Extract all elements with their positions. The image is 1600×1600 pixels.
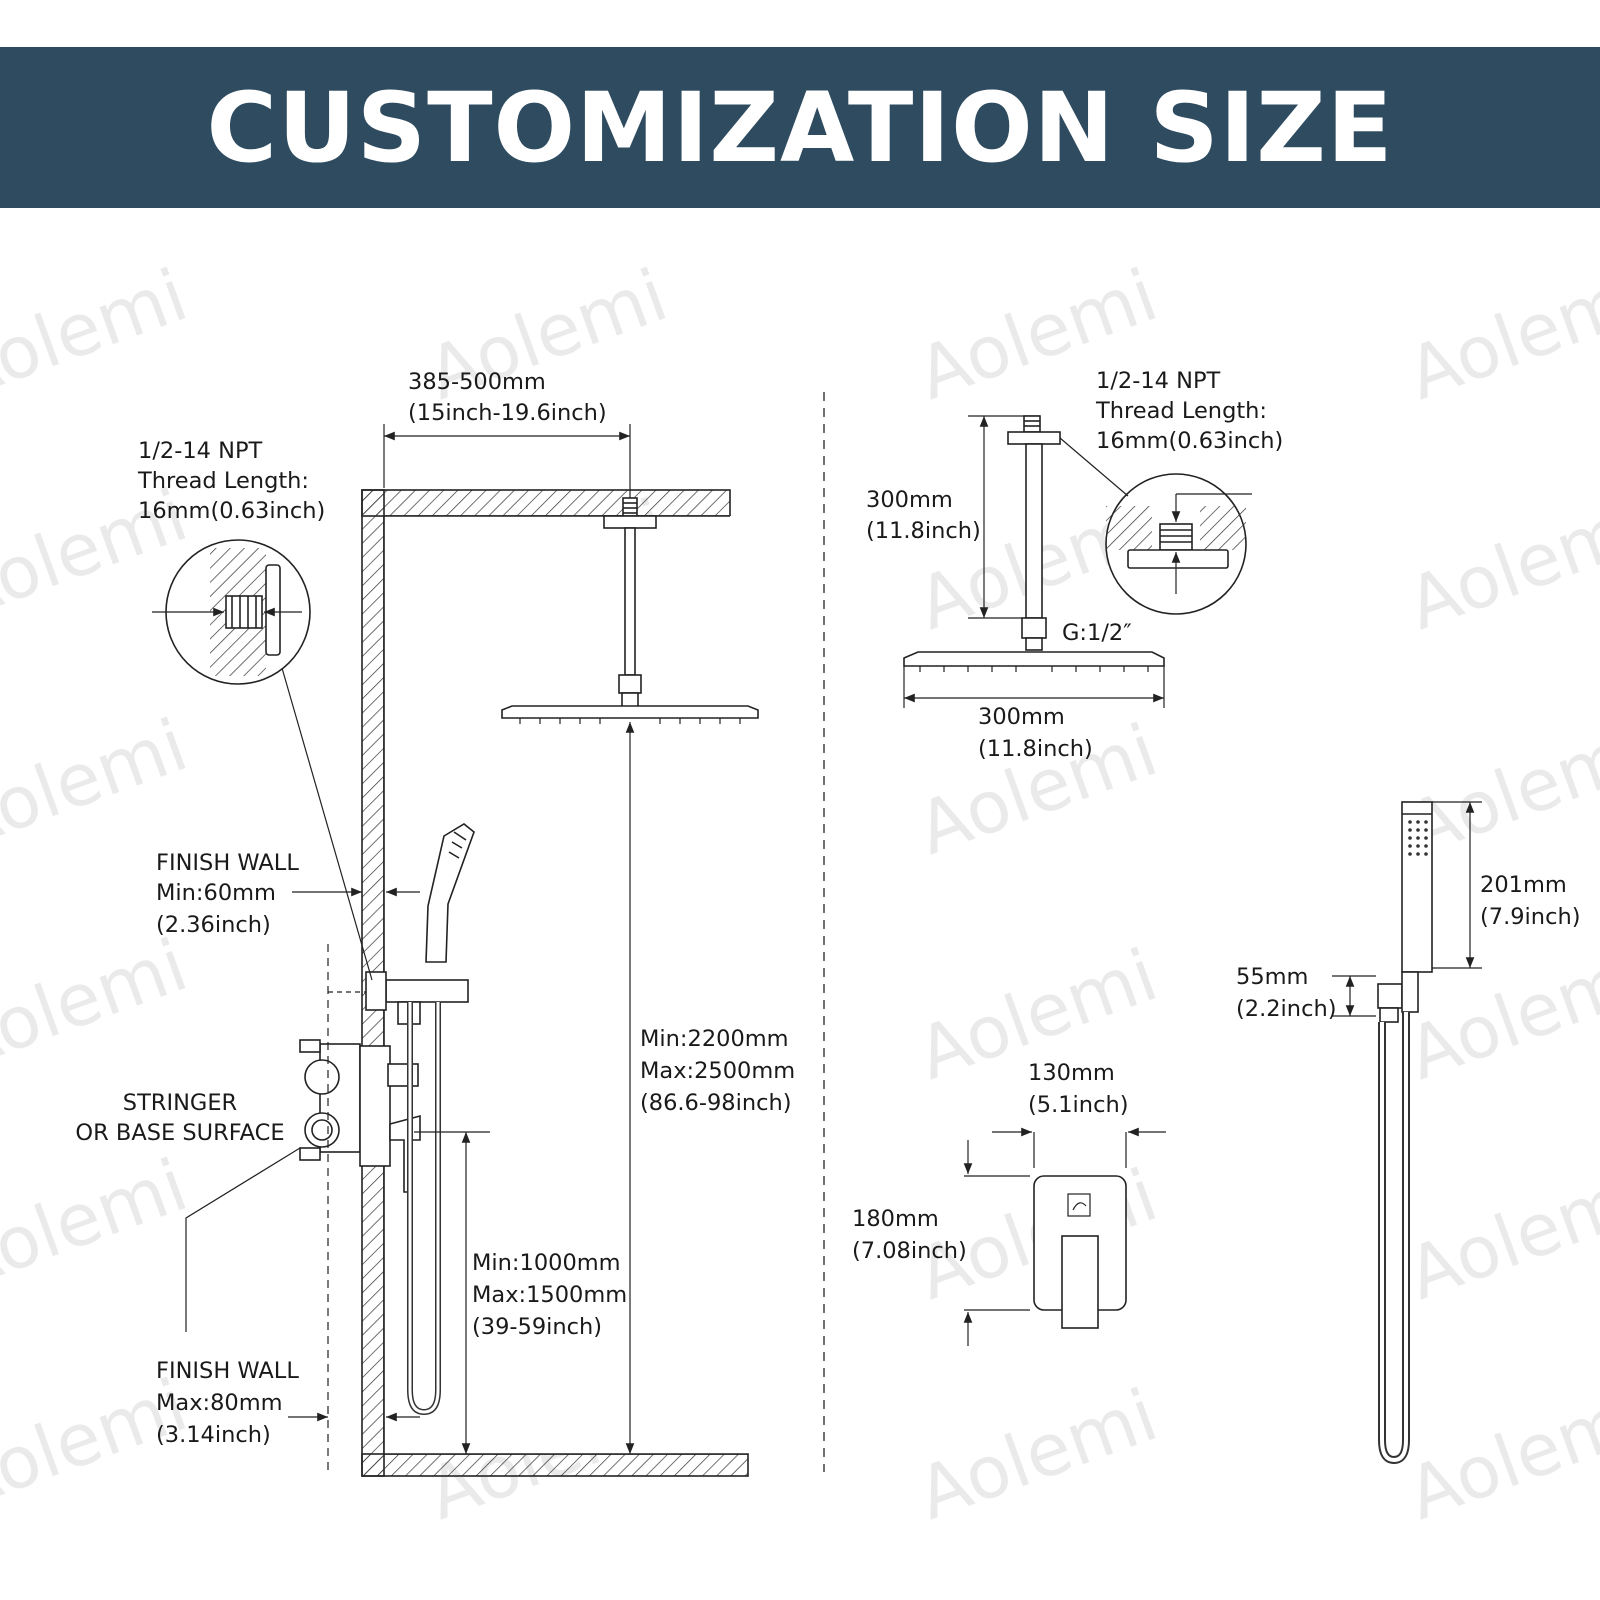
stringer-label-1: STRINGER	[123, 1090, 237, 1116]
handheld-length-mm: 201mm	[1480, 872, 1567, 898]
finish-wall-min-title: FINISH WALL	[156, 850, 299, 876]
wall-outlet	[365, 971, 387, 1011]
labels: 385-500mm (15inch-19.6inch) 1/2-14 NPT T…	[75, 368, 1580, 1448]
watermark: Aolemi	[1397, 1153, 1600, 1316]
watermark: Aolemi	[0, 703, 197, 866]
stringer-leader	[185, 1147, 301, 1332]
holder-inch: (2.2inch)	[1236, 996, 1336, 1022]
finish-wall-max-inch: (3.14inch)	[156, 1422, 271, 1448]
shower-arm	[624, 527, 636, 676]
watermark: Aolemi	[0, 253, 197, 416]
hand-shower-drawing	[1332, 801, 1482, 1465]
watermark: Aolemi	[1397, 253, 1600, 416]
trim-lever	[1061, 1235, 1099, 1329]
trim-width-inch: (5.1inch)	[1028, 1092, 1128, 1118]
finish-wall-max-title: FINISH WALL	[156, 1358, 299, 1384]
arm-width-inch: (15inch-19.6inch)	[408, 400, 607, 426]
head-height-inch: (86.6-98inch)	[640, 1090, 792, 1116]
floor-section	[361, 1453, 749, 1477]
arm-length-mm: 300mm	[866, 487, 953, 513]
arm-width-mm: 385-500mm	[408, 369, 546, 395]
detail-shower-head	[903, 651, 1165, 667]
valve-height-max: Max:1500mm	[472, 1282, 627, 1308]
holder-mm: 55mm	[1236, 964, 1308, 990]
valve-port-top	[304, 1059, 340, 1095]
watermark: Aolemi	[0, 923, 197, 1086]
watermark: Aolemi	[907, 1373, 1167, 1536]
handheld-holder	[1377, 983, 1403, 1009]
leader-line	[1059, 437, 1129, 497]
trim-height-inch: (7.08inch)	[852, 1238, 967, 1264]
valve-height-inch: (39-59inch)	[472, 1314, 602, 1340]
watermark: Aolemi	[1397, 1373, 1600, 1536]
rain-shower-head	[501, 705, 759, 719]
finish-wall-min-value: Min:60mm	[156, 880, 276, 906]
shower-head-detail-drawing	[903, 415, 1252, 708]
thread-label-1: 1/2-14 NPT	[138, 438, 263, 464]
head-width-mm: 300mm	[978, 704, 1065, 730]
trim-height-mm: 180mm	[852, 1206, 939, 1232]
head-height-max: Max:2500mm	[640, 1058, 795, 1084]
finish-wall-max-value: Max:80mm	[156, 1390, 283, 1416]
thread-label-3: 16mm(0.63inch)	[138, 498, 325, 524]
diverter-icon	[1067, 1193, 1091, 1217]
head-thread-label-1: 1/2-14 NPT	[1096, 368, 1221, 394]
diverter-connector	[387, 1063, 419, 1087]
connector-label: G:1/2″	[1062, 620, 1132, 646]
leader-line	[281, 667, 373, 981]
arm-connector	[618, 674, 642, 694]
finish-wall-min-inch: (2.36inch)	[156, 912, 271, 938]
head-width-inch: (11.8inch)	[978, 736, 1093, 762]
valve-height-min: Min:1000mm	[472, 1250, 621, 1276]
thread-label-2: Thread Length:	[137, 468, 309, 494]
ceiling-flange	[603, 515, 657, 529]
handheld-hose	[1378, 1012, 1410, 1465]
head-thread-label-3: 16mm(0.63inch)	[1096, 428, 1283, 454]
hand-shower-holder	[385, 979, 469, 1003]
watermark: Aolemi	[0, 1143, 197, 1306]
detail-arm	[1025, 443, 1043, 619]
main-install-drawing	[152, 424, 759, 1477]
stringer-label-2: OR BASE SURFACE	[75, 1120, 284, 1146]
page-title: CUSTOMIZATION SIZE	[206, 71, 1394, 184]
trim-plate-drawing	[963, 1127, 1166, 1346]
arm-length-inch: (11.8inch)	[866, 518, 981, 544]
handheld-head	[1401, 801, 1433, 973]
detail-flange	[1007, 431, 1061, 445]
head-height-min: Min:2200mm	[640, 1026, 789, 1052]
hand-shower	[425, 823, 475, 963]
watermark: Aolemi	[907, 708, 1167, 871]
trim-width-mm: 130mm	[1028, 1060, 1115, 1086]
watermark: Aolemi	[1397, 483, 1600, 646]
header-banner: CUSTOMIZATION SIZE	[0, 47, 1600, 208]
handheld-length-inch: (7.9inch)	[1480, 904, 1580, 930]
head-thread-label-2: Thread Length:	[1095, 398, 1267, 424]
ceiling-section	[361, 489, 731, 517]
